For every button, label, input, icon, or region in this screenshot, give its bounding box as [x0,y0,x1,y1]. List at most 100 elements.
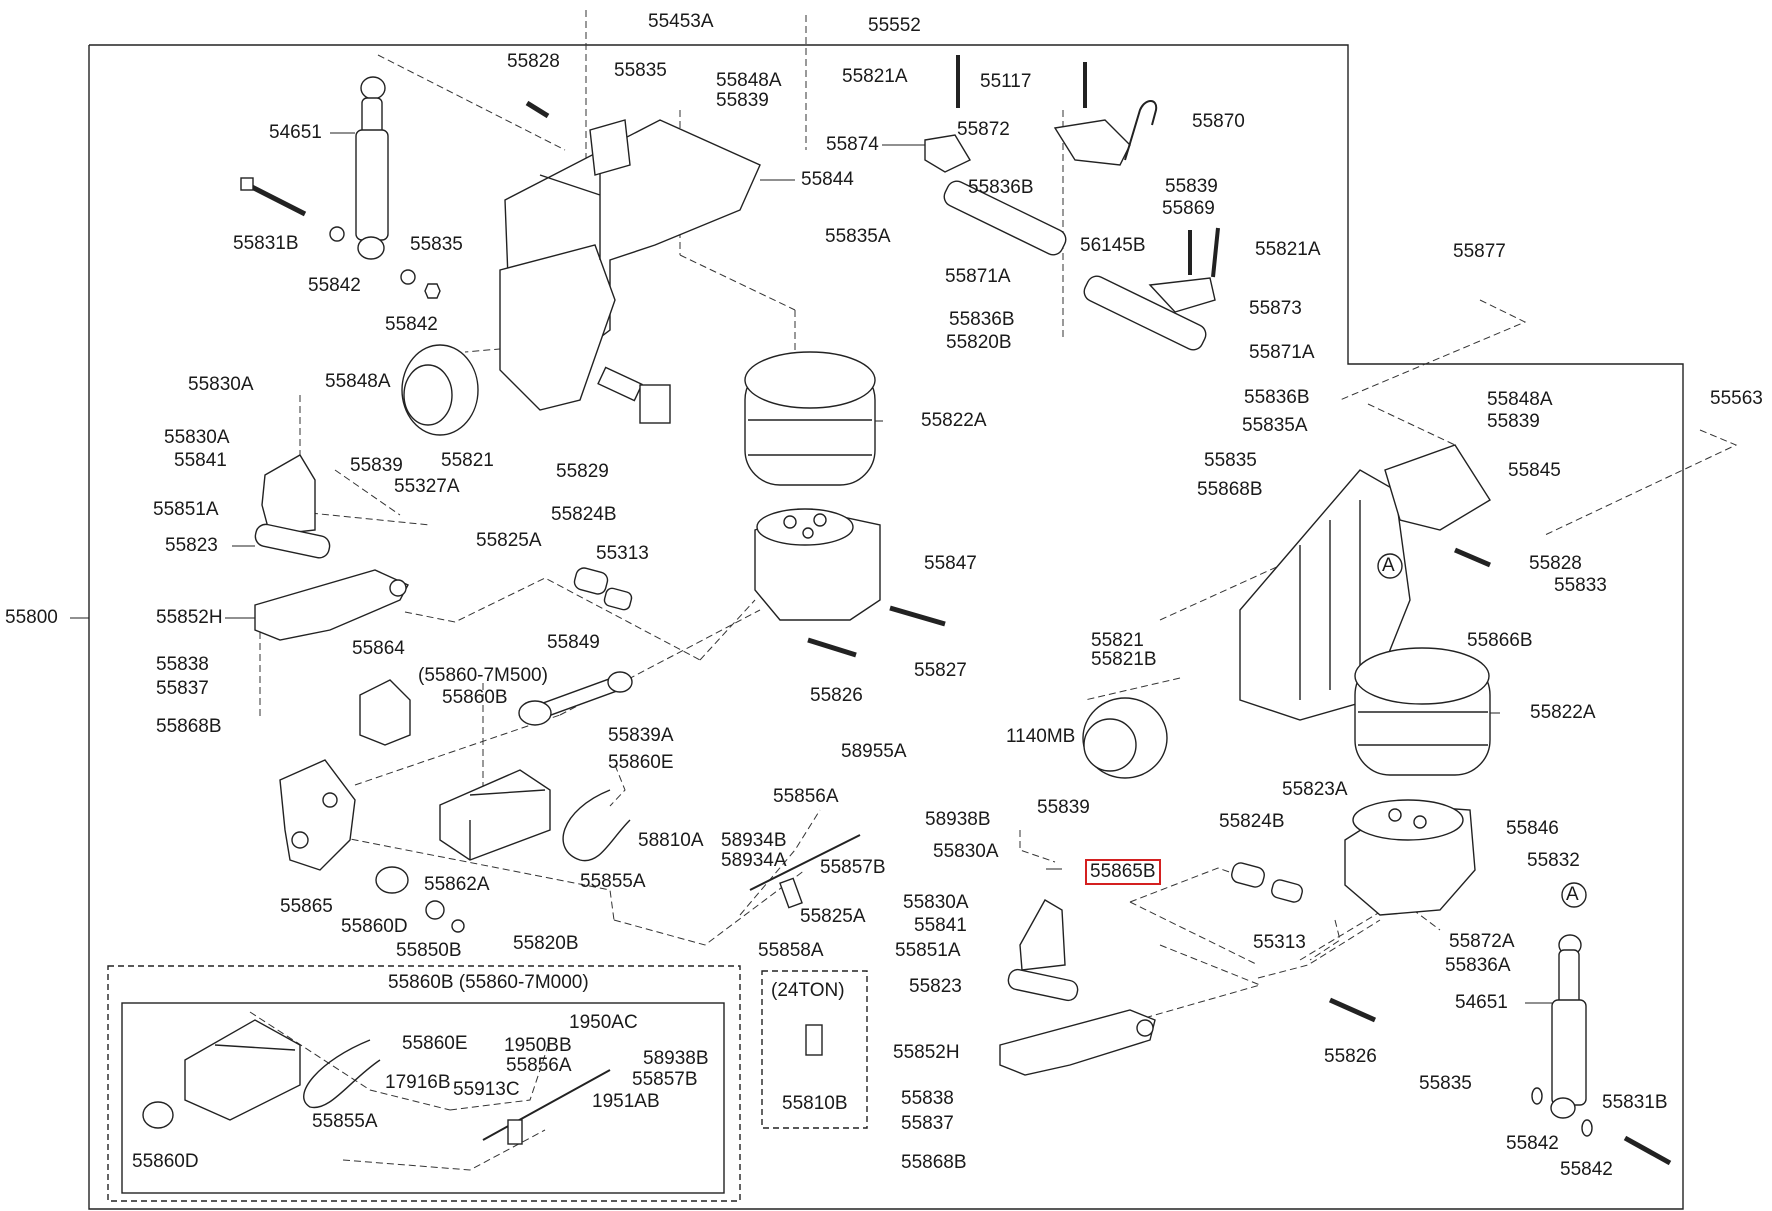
part-label-17916b: 17916B [385,1072,451,1093]
bolt-55831b-left [240,177,307,217]
part-label-55313: 55313 [596,543,649,564]
part-label-55835a: 55835A [1242,415,1308,436]
part-label-55856a: 55856A [506,1055,572,1076]
part-label-55850b: 55850B [396,940,462,961]
part-label-55851a: 55851A [895,940,961,961]
shock-55871a-lower [1083,275,1207,351]
part-label-55839: 55839 [716,90,769,111]
air-spring-55821-right [1082,697,1168,779]
bracket-55864 [359,679,411,746]
part-label-55858a: 55858A [758,940,824,961]
strap-55860e [562,789,631,862]
part-label-55852h: 55852H [156,607,223,628]
part-label-55838: 55838 [156,654,209,675]
part-label-55857b: 55857B [820,857,886,878]
part-label-55848a: 55848A [716,70,782,91]
marker-a-top [1377,553,1403,579]
bracket-55851a-left [261,454,316,536]
part-label-55821b: 55821B [1091,649,1157,670]
part-label-55874: 55874 [826,134,879,155]
axle-mount-55829 [597,366,671,424]
part-label-1951ab: 1951AB [592,1091,660,1112]
subassembly-inner-box [121,1002,725,1194]
part-label-55839: 55839 [1037,797,1090,818]
part-label-55856a: 55856A [773,786,839,807]
part-label-55860b-55860-7m000-: 55860B (55860-7M000) [388,972,589,993]
bracket-55844 [499,119,761,411]
part-label-55828: 55828 [1529,553,1582,574]
pedestal-55846 [1344,799,1476,916]
part-label-55877: 55877 [1453,241,1506,262]
part-label-55821: 55821 [1091,630,1144,651]
part-label-55828: 55828 [507,51,560,72]
marker-label-a: A [1382,555,1395,576]
part-label-55865b: 55865B [1085,859,1161,885]
part-label-55860e: 55860E [608,752,674,773]
part-label-58938b: 58938B [925,809,991,830]
washer-55842-right-b [1581,1119,1593,1137]
actuator-55860b [439,769,551,861]
part-label-55837: 55837 [901,1113,954,1134]
link-55849 [518,671,633,726]
part-label-55871a: 55871A [945,266,1011,287]
part-label-55841: 55841 [914,915,967,936]
part-label-54651: 54651 [269,122,322,143]
bracket-55865 [279,759,356,871]
air-bellows-55822a-right [1354,647,1491,776]
part-label-55820b: 55820B [946,332,1012,353]
part-label-55117: 55117 [980,71,1032,92]
part-label-58955a: 58955A [841,741,907,762]
part-label-55836b: 55836B [949,309,1015,330]
part-label-55839: 55839 [350,455,403,476]
beam-55852h-left [254,569,409,641]
part-label-55838: 55838 [901,1088,954,1109]
part-label-55830a: 55830A [903,892,969,913]
cap-55860d-sub [142,1101,174,1129]
part-label-55870: 55870 [1192,111,1245,132]
part-label-55913c: 55913C [453,1079,520,1100]
nut-55835 [424,283,441,299]
part-label-55871a: 55871A [1249,342,1315,363]
part-label-55873: 55873 [1249,298,1302,319]
part-label-55842: 55842 [385,314,438,335]
strap-55860e-sub [303,1039,381,1109]
marker-a-right [1561,882,1587,908]
part-label-55830a: 55830A [188,374,254,395]
part-label-55860d: 55860D [132,1151,199,1172]
part-label-55327a: 55327A [394,476,460,497]
bushing-55823-right [1007,968,1079,1002]
part-label-55822a: 55822A [921,410,987,431]
sensor-55810b [805,1024,823,1056]
part-label-55829: 55829 [556,461,609,482]
part-label-58934b: 58934B [721,830,787,851]
beam-55852h-right [999,1009,1156,1076]
subassembly-box [107,965,741,1202]
part-label-55842: 55842 [1506,1133,1559,1154]
part-label-55836a: 55836A [1445,955,1511,976]
nut-55850b [425,900,445,920]
part-label-55835: 55835 [1419,1073,1472,1094]
part-label-55835: 55835 [1204,450,1257,471]
part-label-55563: 55563 [1710,388,1763,409]
part-label-55822a: 55822A [1530,702,1596,723]
part-label-55800: 55800 [5,607,58,628]
part-label-55848a: 55848A [325,371,391,392]
air-bellows-55822a-center [744,351,876,486]
part-label-55831b: 55831B [1602,1092,1668,1113]
part-label-55862a: 55862A [424,874,490,895]
bolt-55831b-right [1623,1135,1672,1166]
part-label-55821a: 55821A [842,66,908,87]
washer-55842-right-a [1531,1087,1543,1105]
part-label-55830a: 55830A [933,841,999,862]
part-label-55830a: 55830A [164,427,230,448]
part-label-55839a: 55839A [608,725,674,746]
part-label-55851a: 55851A [153,499,219,520]
actuator-55860b-sub [184,1019,301,1121]
pin-55313-right [1271,879,1303,903]
part-label-55857b: 55857B [632,1069,698,1090]
part-label-55823a: 55823A [1282,779,1348,800]
part-label-55845: 55845 [1508,460,1561,481]
bushing-55824b-right [1231,862,1265,888]
part-label-55872: 55872 [957,119,1010,140]
part-label-55842: 55842 [308,275,361,296]
